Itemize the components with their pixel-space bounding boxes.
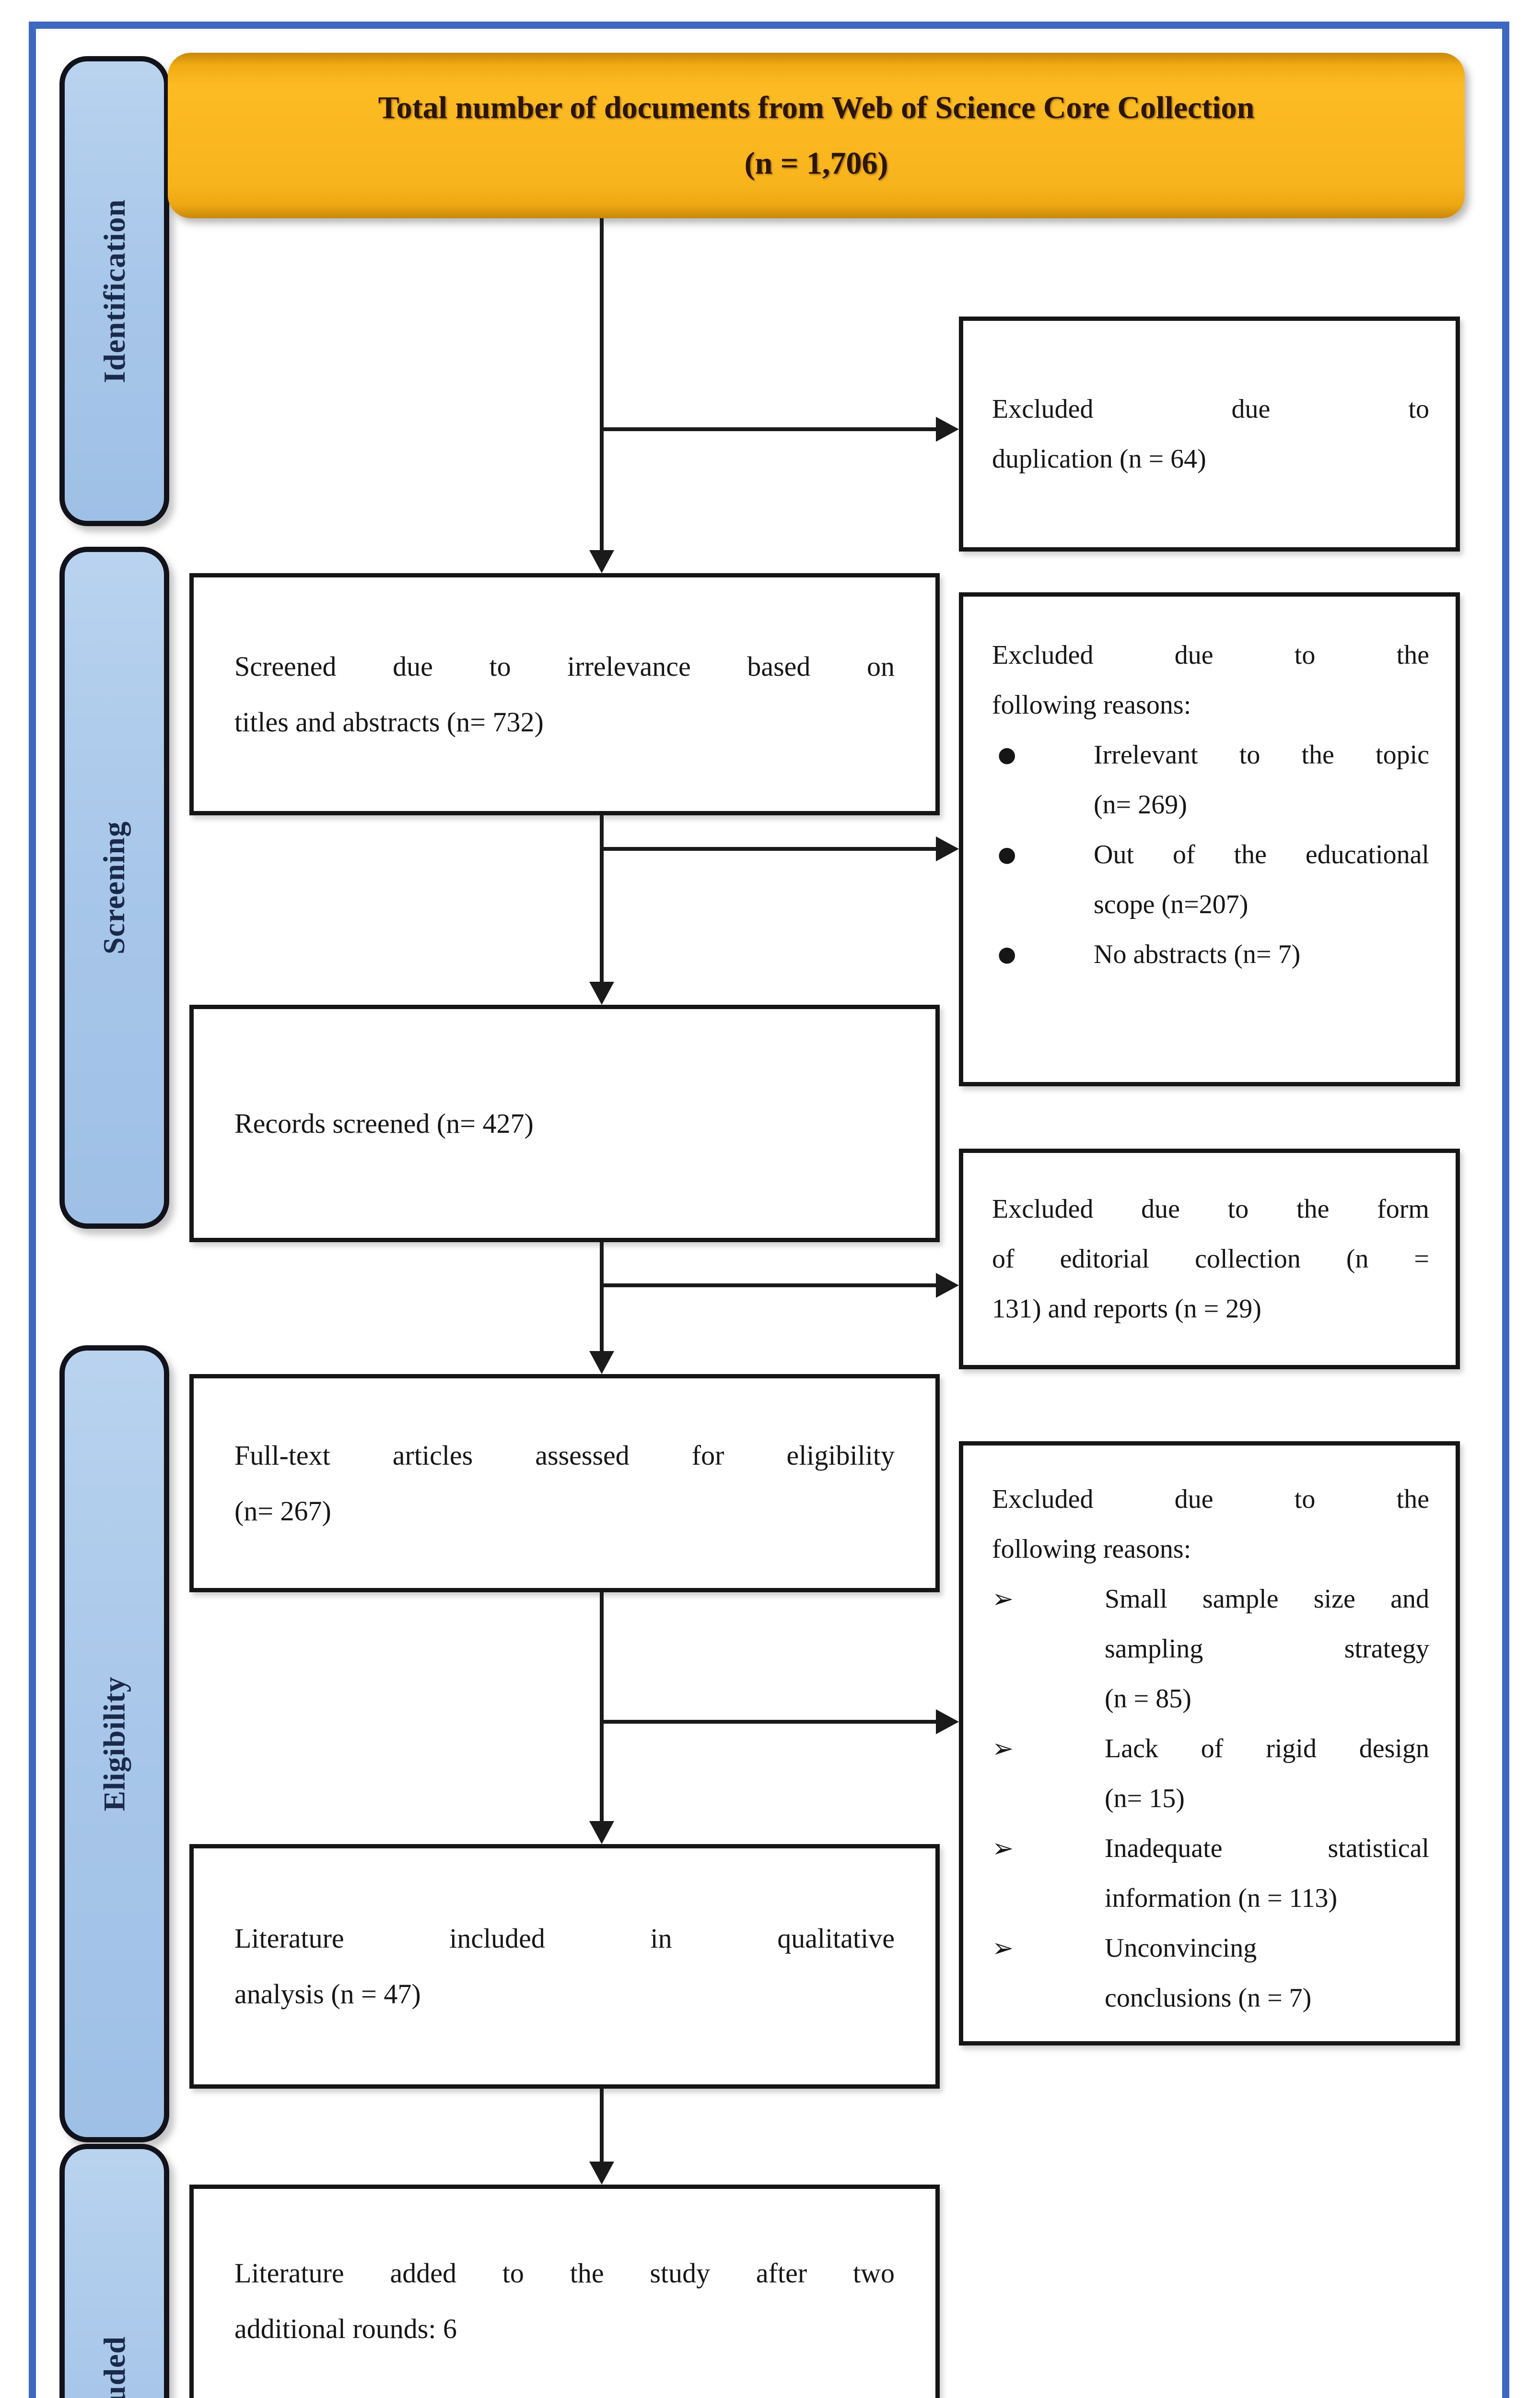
flow-box-screened-line-1: Screened due to irrelevance based on bbox=[234, 650, 895, 682]
screening-reason-irrelevant-line-1: Irrelevant to the topic bbox=[1094, 740, 1429, 770]
connector-records-to-fulltext bbox=[600, 1242, 604, 1351]
bullet-dot-icon: ● bbox=[998, 942, 1016, 966]
eligibility-reason-item-unconvincing: ➢ Unconvincing conclusions (n = 7) bbox=[992, 1923, 1429, 2023]
screening-reason-irrelevant-line-2: (n= 269) bbox=[1094, 790, 1187, 820]
exclusion-duplication-line-2: duplication (n = 64) bbox=[992, 444, 1206, 474]
connector-to-eligibility-reasons bbox=[600, 1720, 936, 1724]
screening-reasons-intro-line-1: Excluded due to the bbox=[992, 640, 1429, 670]
arrowhead-down-to-qualitative bbox=[589, 1821, 614, 1844]
screening-reason-scope-line-1: Out of the educational bbox=[1094, 840, 1429, 870]
screening-reason-item-out-of-scope: ● Out of the educational scope (n=207) bbox=[992, 830, 1429, 929]
eligibility-reason-item-rigid-design: ➢ Lack of rigid design (n= 15) bbox=[992, 1724, 1429, 1823]
arrowhead-bullet-icon: ➢ bbox=[992, 1584, 1014, 1614]
flow-box-screened-line-2: titles and abstracts (n= 732) bbox=[234, 706, 544, 738]
title-line-1: Total number of documents from Web of Sc… bbox=[378, 90, 1255, 125]
flow-box-records-line-1: Records screened (n= 427) bbox=[234, 1107, 534, 1139]
exclusion-box-eligibility-reasons: Excluded due to the following reasons: ➢… bbox=[959, 1441, 1460, 2045]
eligibility-reason-item-statistical: ➢ Inadequate statistical information (n … bbox=[992, 1823, 1429, 1923]
exclusion-duplication-line-1: Excluded due to bbox=[992, 394, 1429, 424]
flow-box-records-screened: Records screened (n= 427) bbox=[189, 1005, 940, 1242]
stage-label-screening: Screening bbox=[97, 821, 131, 955]
connector-title-to-screened bbox=[600, 218, 604, 550]
eligibility-reason-sample-line-3: (n = 85) bbox=[1105, 1684, 1191, 1714]
exclusion-box-screening-reasons: Excluded due to the following reasons: ●… bbox=[959, 592, 1460, 1086]
flow-box-qualitative-analysis: Literature included in qualitative analy… bbox=[189, 1844, 940, 2089]
stage-tab-screening: Screening bbox=[59, 547, 169, 1229]
bullet-dot-icon: ● bbox=[998, 842, 1016, 867]
title-box-total-documents: Total number of documents from Web of Sc… bbox=[168, 53, 1465, 218]
arrowhead-bullet-icon: ➢ bbox=[992, 1833, 1014, 1863]
arrowhead-right-to-screening-reasons bbox=[936, 836, 959, 861]
eligibility-reason-design-line-1: Lack of rigid design bbox=[1105, 1734, 1429, 1763]
eligibility-reason-item-sample-size: ➢ Small sample size and sampling strateg… bbox=[992, 1574, 1429, 1724]
exclusion-box-editorial-reports: Excluded due to the form of editorial co… bbox=[959, 1149, 1460, 1369]
flow-box-full-text-assessed: Full-text articles assessed for eligibil… bbox=[189, 1374, 940, 1592]
eligibility-reasons-intro-line-2: following reasons: bbox=[992, 1534, 1191, 1564]
exclusion-editorial-line-2: of editorial collection (n = bbox=[992, 1244, 1429, 1274]
connector-to-duplication bbox=[600, 427, 936, 431]
title-line-2: (n = 1,706) bbox=[744, 145, 888, 181]
stage-label-eligibility: Eligibility bbox=[97, 1676, 131, 1811]
screening-reasons-intro-line-2: following reasons: bbox=[992, 690, 1191, 720]
connector-to-screening-reasons bbox=[600, 847, 936, 851]
screening-reason-irrelevant-text: Irrelevant to the topic (n= 269) bbox=[1094, 730, 1429, 830]
connector-to-editorial bbox=[600, 1283, 936, 1287]
eligibility-reason-design-text: Lack of rigid design (n= 15) bbox=[1105, 1724, 1429, 1823]
arrowhead-down-to-screened bbox=[589, 550, 614, 573]
exclusion-editorial-line-1: Excluded due to the form bbox=[992, 1194, 1429, 1224]
screening-reason-item-irrelevant: ● Irrelevant to the topic (n= 269) bbox=[992, 730, 1429, 830]
screening-reason-scope-text: Out of the educational scope (n=207) bbox=[1094, 830, 1429, 929]
connector-qualitative-to-rounds bbox=[600, 2089, 604, 2162]
arrowhead-bullet-icon: ➢ bbox=[992, 1933, 1014, 1963]
arrowhead-bullet-icon: ➢ bbox=[992, 1733, 1014, 1763]
flow-box-qualitative-line-2: analysis (n = 47) bbox=[234, 1978, 421, 2010]
arrowhead-down-to-records bbox=[589, 982, 614, 1005]
eligibility-reason-unconvincing-line-1: Unconvincing bbox=[1105, 1933, 1257, 1963]
screening-reason-abstracts-text: No abstracts (n= 7) bbox=[1094, 929, 1429, 979]
eligibility-reason-unconvincing-line-2: conclusions (n = 7) bbox=[1105, 1983, 1312, 2013]
exclusion-box-duplication: Excluded due to duplication (n = 64) bbox=[959, 317, 1460, 552]
arrowhead-right-to-eligibility-reasons bbox=[936, 1709, 959, 1734]
stage-tab-identification: Identification bbox=[59, 56, 169, 526]
arrowhead-right-to-editorial bbox=[936, 1273, 959, 1298]
stage-tab-eligibility: Eligibility bbox=[59, 1345, 169, 2142]
flow-box-fulltext-line-1: Full-text articles assessed for eligibil… bbox=[234, 1439, 895, 1471]
flow-box-fulltext-line-2: (n= 267) bbox=[234, 1495, 331, 1527]
arrowhead-right-to-duplication bbox=[936, 417, 959, 442]
connector-fulltext-to-qualitative bbox=[600, 1592, 604, 1821]
eligibility-reason-design-line-2: (n= 15) bbox=[1105, 1784, 1185, 1813]
stage-tab-included: Included bbox=[59, 2144, 169, 2398]
page-border-frame bbox=[29, 22, 1509, 2398]
flow-box-additional-rounds: Literature added to the study after two … bbox=[189, 2185, 940, 2398]
eligibility-reason-sample-line-2: sampling strategy bbox=[1105, 1634, 1429, 1664]
connector-screened-to-records bbox=[600, 815, 604, 982]
eligibility-reason-sample-text: Small sample size and sampling strategy … bbox=[1105, 1574, 1429, 1724]
eligibility-reason-statistical-line-2: information (n = 113) bbox=[1105, 1883, 1338, 1913]
eligibility-reason-statistical-line-1: Inadequate statistical bbox=[1105, 1834, 1429, 1863]
exclusion-editorial-line-3: 131) and reports (n = 29) bbox=[992, 1294, 1261, 1324]
eligibility-reason-sample-line-1: Small sample size and bbox=[1105, 1584, 1429, 1614]
screening-reason-item-no-abstracts: ● No abstracts (n= 7) bbox=[992, 929, 1429, 979]
bullet-dot-icon: ● bbox=[998, 742, 1016, 767]
flow-box-screened: Screened due to irrelevance based on tit… bbox=[189, 573, 940, 815]
flow-box-rounds-line-1: Literature added to the study after two bbox=[234, 2257, 895, 2289]
eligibility-reason-statistical-text: Inadequate statistical information (n = … bbox=[1105, 1823, 1429, 1923]
stage-label-identification: Identification bbox=[97, 199, 131, 383]
flow-box-rounds-line-2: additional rounds: 6 bbox=[234, 2313, 457, 2344]
eligibility-reason-unconvincing-text: Unconvincing conclusions (n = 7) bbox=[1105, 1923, 1429, 2023]
eligibility-reasons-intro-line-1: Excluded due to the bbox=[992, 1484, 1429, 1514]
flow-box-qualitative-line-1: Literature included in qualitative bbox=[234, 1923, 895, 1954]
arrowhead-down-to-rounds bbox=[589, 2162, 614, 2185]
stage-label-included: Included bbox=[97, 2336, 131, 2398]
screening-reason-scope-line-2: scope (n=207) bbox=[1094, 890, 1248, 919]
arrowhead-down-to-fulltext bbox=[589, 1351, 614, 1374]
screening-reason-abstracts-line-1: No abstracts (n= 7) bbox=[1094, 940, 1301, 969]
